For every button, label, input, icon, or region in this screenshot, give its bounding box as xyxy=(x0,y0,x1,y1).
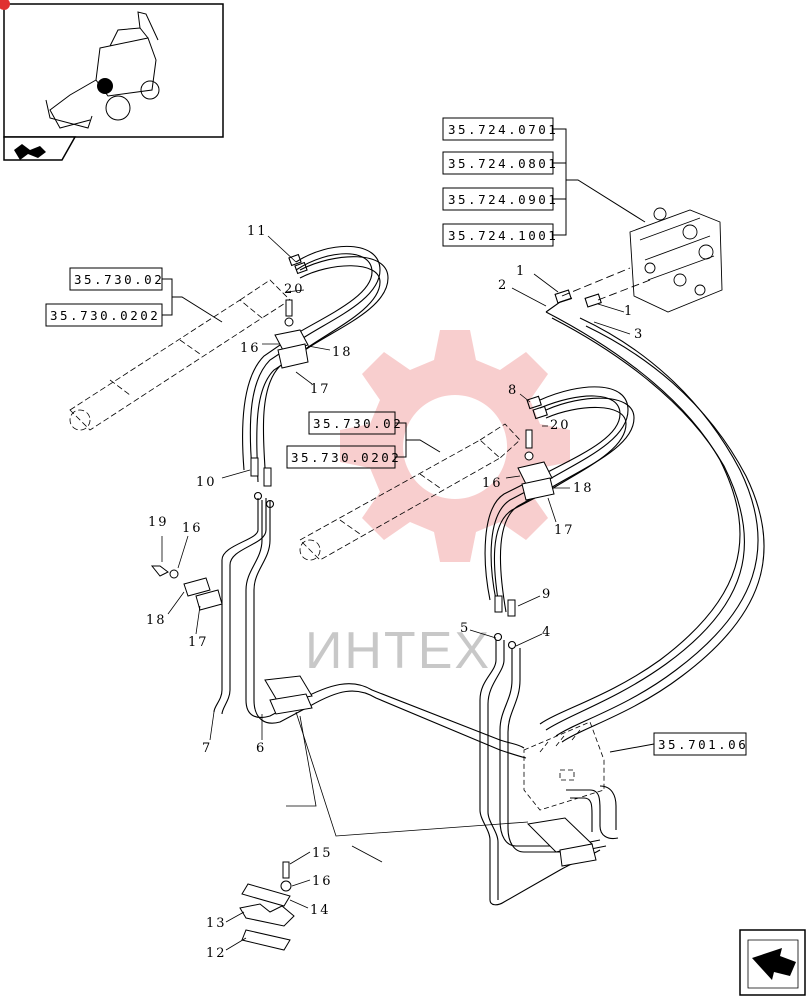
next-page-icon[interactable] xyxy=(739,929,806,996)
fittings-left-bottom xyxy=(250,457,272,487)
callout-3: 3 xyxy=(634,327,644,342)
callout-14: 14 xyxy=(310,903,331,918)
thumbnail-frame xyxy=(0,0,224,161)
callout-6: 6 xyxy=(256,741,266,756)
ref-group-mid xyxy=(286,411,441,469)
callout-1: 1 xyxy=(624,304,634,319)
callout-16: 16 xyxy=(182,521,203,536)
leader-lines xyxy=(286,711,529,863)
callout-18: 18 xyxy=(573,481,594,496)
callout-2: 2 xyxy=(498,278,508,293)
callout-16: 16 xyxy=(240,341,261,356)
callout-12: 12 xyxy=(206,946,227,961)
callout-7: 7 xyxy=(202,741,212,756)
callout-5: 5 xyxy=(460,621,470,636)
watermark-gear xyxy=(340,330,570,562)
callout-11: 11 xyxy=(247,224,268,239)
callout-9: 9 xyxy=(542,587,552,602)
callout-16: 16 xyxy=(312,874,333,889)
callout-15: 15 xyxy=(312,846,333,861)
valve-block-bottom xyxy=(523,721,605,811)
boom-cylinder-left xyxy=(69,279,291,431)
ref-label: 35.724.0701 xyxy=(448,122,558,137)
callout-18: 18 xyxy=(332,345,353,360)
ref-label: 35.724.0801 xyxy=(448,156,558,171)
clamp-parts-bottom xyxy=(239,861,295,951)
callout-20: 20 xyxy=(284,282,305,297)
callout-4: 4 xyxy=(542,625,552,640)
boom-cylinder-mid xyxy=(299,423,521,561)
callout-17: 17 xyxy=(188,635,209,650)
arrow-icon xyxy=(14,144,46,160)
location-dot xyxy=(97,78,113,94)
ref-label: 35.730.02 xyxy=(74,272,164,287)
clamp-mid-top xyxy=(517,429,555,501)
watermark-text: ИНТЕХ xyxy=(305,622,491,680)
clamp-right-bottom xyxy=(526,817,597,867)
control-valve xyxy=(561,207,723,313)
ref-label: 35.701.06 xyxy=(658,737,748,752)
ref-label: 35.724.0901 xyxy=(448,192,558,207)
ref-right xyxy=(609,732,747,756)
ref-group-left xyxy=(45,267,223,327)
pipes-right-return xyxy=(566,785,619,840)
ref-group-top xyxy=(442,117,646,247)
callout-13: 13 xyxy=(206,916,227,931)
callout-17: 17 xyxy=(554,523,575,538)
callout-18: 18 xyxy=(146,613,167,628)
callout-17: 17 xyxy=(310,382,331,397)
callout-20: 20 xyxy=(550,418,571,433)
ref-label: 35.730.0202 xyxy=(291,450,401,465)
clamp-parts-left xyxy=(150,565,223,611)
callout-10: 10 xyxy=(196,475,217,490)
clamp-left-top xyxy=(274,299,309,369)
ref-label: 35.724.1001 xyxy=(448,228,558,243)
callout-leaders xyxy=(161,235,631,951)
callout-8: 8 xyxy=(508,383,518,398)
callout-1: 1 xyxy=(516,264,526,279)
pipes-mid xyxy=(479,632,607,906)
backhoe-thumbnail xyxy=(45,11,160,129)
hoses-mid xyxy=(484,386,635,613)
ref-label: 35.730.0202 xyxy=(50,308,160,323)
callout-19: 19 xyxy=(148,515,169,530)
clamp-left-bottom xyxy=(264,675,313,715)
pipes-left xyxy=(213,491,527,759)
hoses-left xyxy=(242,245,389,483)
callout-16: 16 xyxy=(482,476,503,491)
fittings-mid-bottom xyxy=(494,595,516,617)
hoses-right xyxy=(539,289,765,743)
ref-label: 35.730.02 xyxy=(313,416,403,431)
